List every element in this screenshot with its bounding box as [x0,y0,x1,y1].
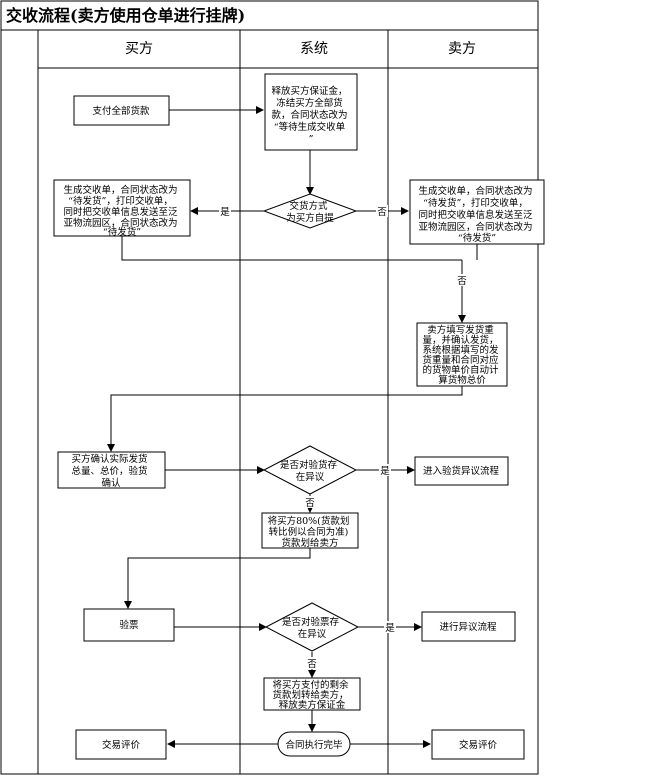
edge-label-yes: 是 [220,207,230,218]
node-seller-fill-weight-text: 卖方填写发货重 量，并确认发货， 系统根据填写的发 货重量和合同对应 的货物单价… [422,324,501,386]
label-bg [456,274,468,286]
node-buyer-eval-text: 交易评价 [102,739,141,751]
node-pay-full [73,95,170,126]
node-ticket-check-text: 验票 [119,619,139,631]
edge-label-no: 否 [457,276,467,287]
label-bg [306,657,318,669]
label-bg [384,621,396,633]
node-buyer-gen-receipt [53,179,191,237]
label-bg [304,496,316,508]
node-ticket-dispute-text: 进行异议流程 [439,621,497,633]
node-release-margin [264,73,358,151]
node-transfer-rest [263,677,361,711]
edge-label-yes: 是 [385,623,395,634]
label-bg [376,205,388,217]
node-ticket-dispute [421,611,516,642]
edge-label-yes: 是 [380,466,390,477]
node-seller-gen-receipt [409,179,545,245]
lane-seller: 卖方 [448,41,476,57]
node-seller-eval-text: 交易评价 [459,739,498,751]
node-delivery-decision [262,193,358,229]
node-inspection-dispute-text: 进入验货异议流程 [423,465,500,477]
node-ticket-check [83,608,175,642]
node-contract-done [277,731,351,757]
node-buyer-eval [75,729,167,760]
node-buyer-gen-receipt-text: 生成交收单，合同状态改为 “待发货”，打印交收单， 同时把交收单信息发送至泛 亚… [63,184,180,238]
outer-frame [0,0,539,775]
edge-label-no: 否 [377,207,387,218]
node-contract-done-text: 合同执行完毕 [285,739,343,751]
edge-to-ticket-check [124,548,311,609]
node-delivery-decision-text: 交货方式 为买方自提 [286,200,334,224]
edge-to-buyer-confirm [107,386,463,452]
node-buyer-confirm [57,451,166,489]
node-transfer-rest-text: 将买方支付的剩余 货款划转给卖方， 释放卖方保证金 [272,679,351,711]
page-title: 交收流程(卖方使用仓单进行挂牌) [6,6,245,25]
edge-label-no: 否 [307,659,317,670]
edge-buyer-merge [121,236,462,261]
lane-buyer: 买方 [125,41,153,57]
node-seller-fill-weight [416,322,508,387]
lane-system: 系统 [300,41,328,57]
node-ticket-decision-text: 是否对验票存 在异议 [282,616,342,640]
node-inspection-dispute [414,456,509,486]
node-inspection-decision-text: 是否对验货存 在异议 [280,459,340,483]
label-bg [379,464,391,476]
node-transfer-80-text: 将买方80%(货款划 转比例以合同为准) 货款划给卖方 [268,515,353,549]
node-release-margin-text: 释放买方保证金， 冻结买方全部货 款，合同状态改为 “等待生成交收单 ” [271,85,350,145]
node-pay-full-text: 支付全部货款 [92,105,150,117]
node-transfer-80 [261,512,359,549]
node-buyer-confirm-text: 买方确认实际发货 总量、总价，验货 确认 [71,453,150,489]
node-inspection-decision [262,445,358,495]
edge-label-no: 否 [305,498,315,509]
node-seller-eval [431,729,525,760]
label-bg [219,205,231,217]
node-ticket-decision [264,602,360,652]
node-seller-gen-receipt-text: 生成交收单，合同状态改为 “待发货”，打印交收单， 同时把交收单信息发送至泛 亚… [418,185,535,244]
